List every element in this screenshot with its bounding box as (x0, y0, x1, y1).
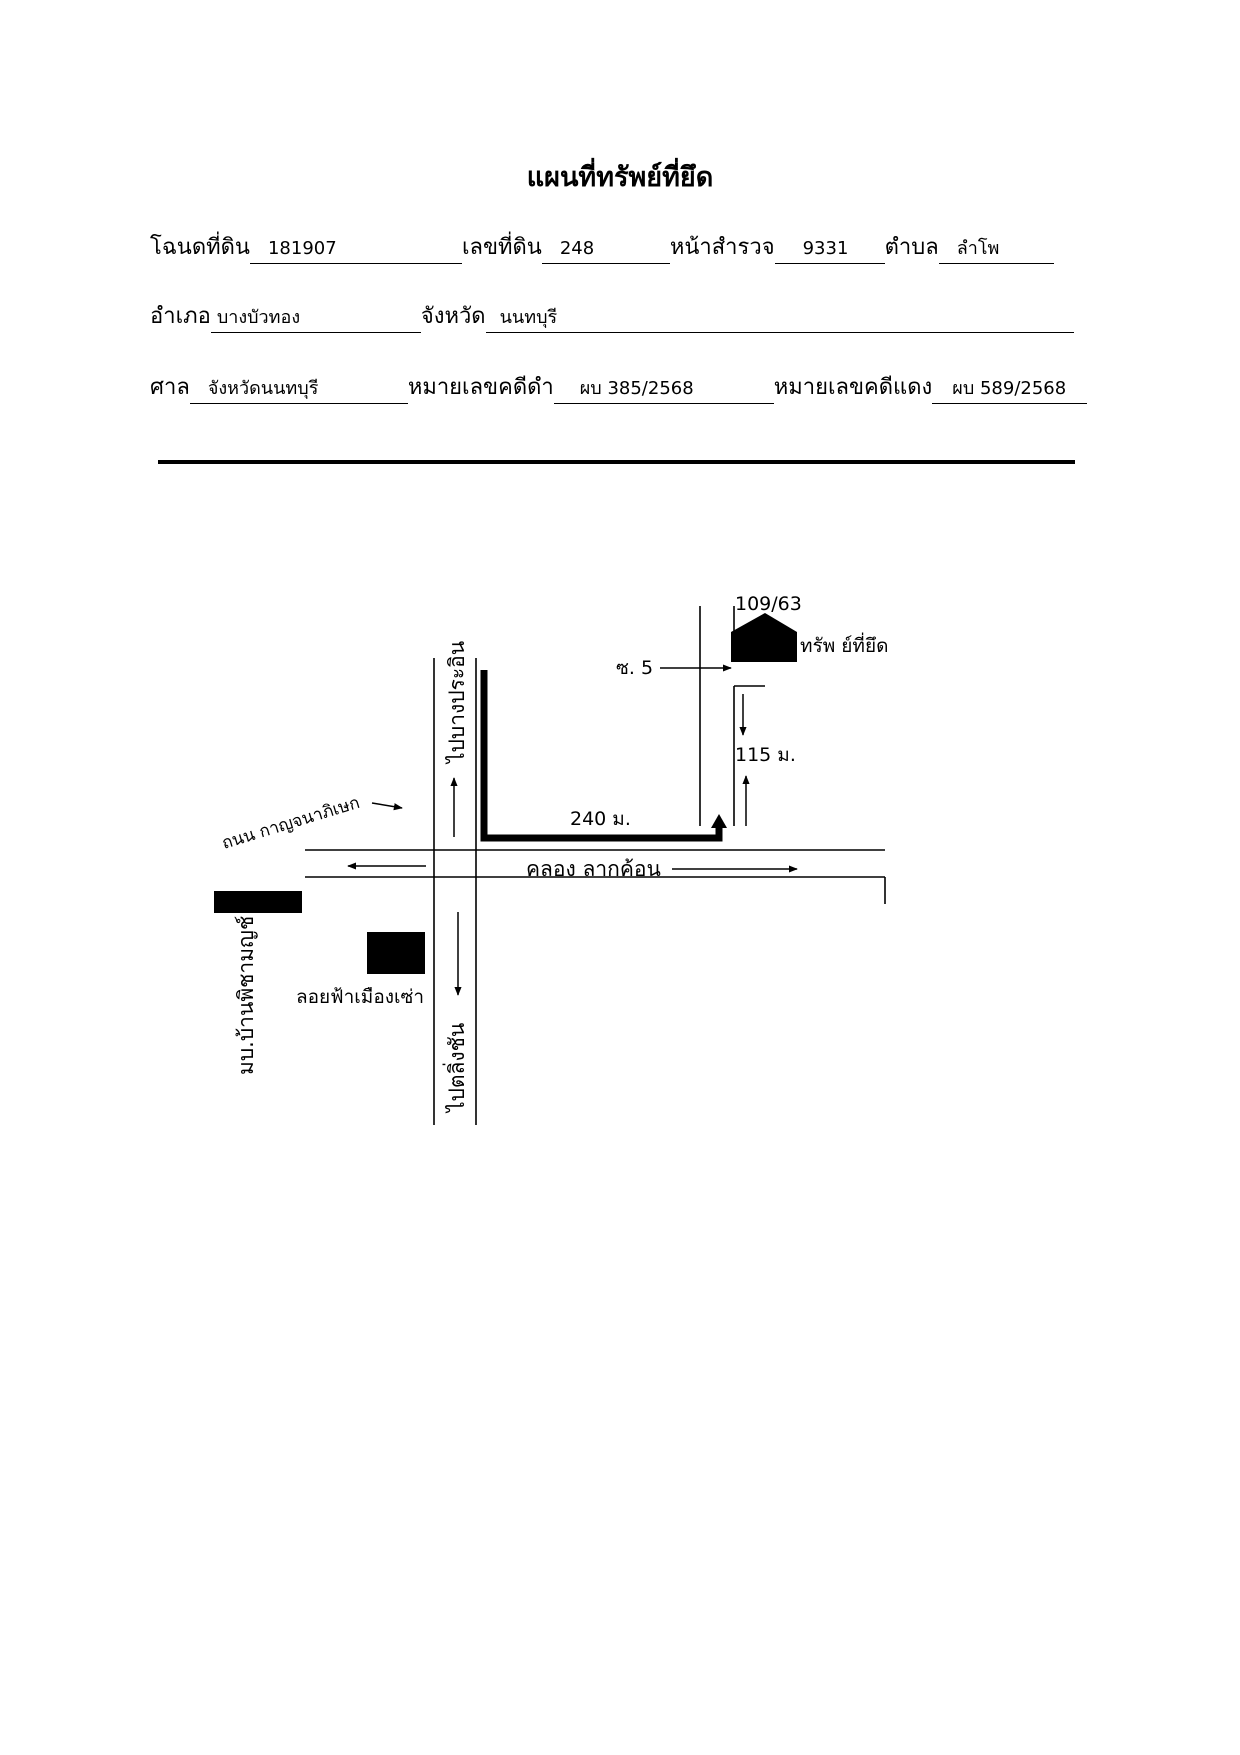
subdistrict-value: ลำโพ (938, 235, 1054, 264)
red-case-label: หมายเลขคดีแดง (773, 375, 933, 400)
house-number-label: 109/63 (735, 593, 802, 615)
page-title: แผนที่ทรัพย์ที่ยึด (526, 162, 714, 193)
form-row-court: ศาลจังหวัดนนทบุรีหมายเลขคดีดำผบ 385/2568… (150, 373, 1088, 404)
black-case-label: หมายเลขคดีดำ (407, 375, 554, 400)
form-row-location: อำเภอบางบัวทองจังหวัดนนทบุรี (150, 302, 1074, 333)
land-no-label: เลขที่ดิน (461, 235, 542, 260)
route-path (480, 670, 727, 842)
seized-property-label: ทรัพ ย์ที่ยึด (800, 632, 888, 657)
district-label: อำเภอ (150, 304, 211, 329)
survey-page-label: หน้าสำรวจ (669, 235, 775, 260)
district-value: บางบัวทอง (210, 304, 421, 333)
soi-lines (699, 606, 765, 826)
deed-label: โฉนดที่ดิน (150, 235, 250, 260)
canal-label: คลอง ลากค้อน (526, 857, 661, 881)
court-value: จังหวัดนนทบุรี (189, 375, 408, 404)
court-label: ศาล (150, 375, 190, 400)
loy-fa-label: ลอยฟ้าเมืองเซ่า (296, 986, 424, 1008)
distance-soi-label: 115 ม. (735, 744, 796, 766)
village-label: มบ.บ้านพิชามญช์ (234, 916, 258, 1075)
survey-page-value: 9331 (774, 235, 885, 264)
province-value: นนทบุรี (485, 304, 1074, 333)
main-road-lines (433, 658, 477, 1125)
house-icon (731, 613, 797, 662)
black-case-value: ผบ 385/2568 (553, 375, 774, 404)
distance-main-label: 240 ม. (570, 808, 631, 830)
building-block-icon (367, 932, 425, 974)
taling-chan-label: ไปตลิ่งชัน (442, 1023, 469, 1114)
canal-lines (305, 849, 886, 904)
kanchanaphisek-label: ถนน กาญจนาภิเษก (220, 793, 363, 854)
village-block-icon (214, 891, 302, 913)
bang-pradang-label: ไปบางประอิน (445, 641, 469, 765)
soi-label: ซ. 5 (616, 657, 653, 679)
deed-value: 181907 (249, 235, 462, 264)
red-case-value: ผบ 589/2568 (932, 375, 1088, 404)
province-label: จังหวัด (420, 304, 486, 329)
subdistrict-label: ตำบล (884, 235, 939, 260)
divider-line (158, 460, 1075, 464)
land-no-value: 248 (541, 235, 670, 264)
kanchanaphisek-arrow (371, 802, 403, 811)
